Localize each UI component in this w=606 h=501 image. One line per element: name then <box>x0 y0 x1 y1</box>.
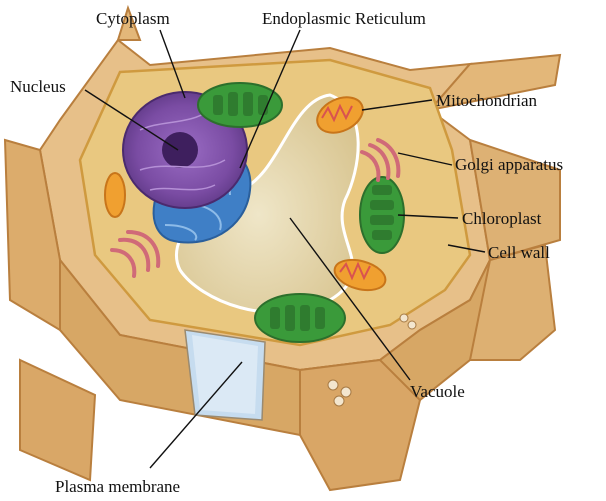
label-plasma-membrane: Plasma membrane <box>55 477 180 496</box>
mitochondrion-left <box>105 173 125 217</box>
label-cytoplasm: Cytoplasm <box>96 9 170 28</box>
label-golgi-apparatus: Golgi apparatus <box>455 155 563 174</box>
label-vacuole: Vacuole <box>410 382 465 401</box>
chloroplast-right <box>360 177 404 253</box>
label-mitochondrian: Mitochondrian <box>436 91 538 110</box>
label-chloroplast: Chloroplast <box>462 209 542 228</box>
label-cell-wall: Cell wall <box>488 243 550 262</box>
chloroplast-top <box>198 83 282 127</box>
cell-wall-bottom-left-post <box>20 360 95 480</box>
label-endoplasmic-reticulum: Endoplasmic Reticulum <box>262 9 426 28</box>
chloroplast-bottom <box>255 294 345 342</box>
plasma-membrane-window <box>185 330 265 420</box>
label-nucleus: Nucleus <box>10 77 66 96</box>
